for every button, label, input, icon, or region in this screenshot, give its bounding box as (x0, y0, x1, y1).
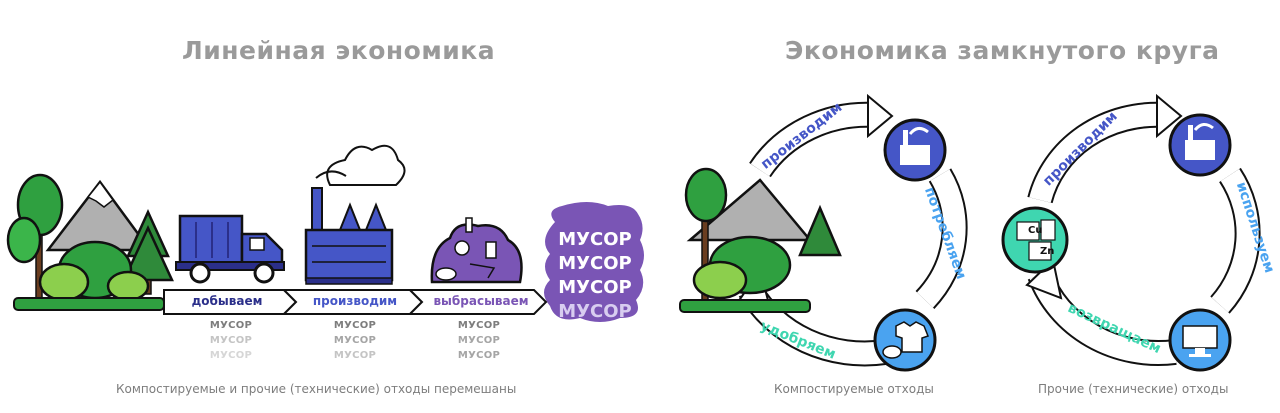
waste-word: МУСОР (333, 320, 377, 331)
waste-cloud-word: МУСОР (558, 301, 632, 322)
compost-caption: Компостируемые отходы (774, 382, 934, 396)
truck-icon (175, 214, 285, 284)
waste-word: МУСОР (457, 350, 501, 361)
copper-label: Cu (1028, 225, 1043, 236)
waste-column-throw-away: МУСОР МУСОР МУСОР (444, 318, 514, 363)
step-produce-label: производим (312, 294, 398, 308)
circular-economy-title: Экономика замкнутого круга (785, 36, 1220, 65)
factory-icon (304, 144, 406, 285)
garbage-pile-icon (430, 217, 523, 284)
technical-cycle-diagram (1001, 93, 1261, 372)
nature-scene (6, 173, 174, 311)
technical-caption: Прочие (технические) отходы (1038, 382, 1229, 396)
step-throw-away-label: выбрасываем (433, 294, 529, 308)
waste-word: МУСОР (457, 335, 501, 346)
linear-economy-title: Линейная экономика (182, 36, 496, 65)
waste-cloud-word: МУСОР (558, 229, 632, 250)
compost-cycle-diagram (679, 93, 968, 372)
step-extract-label: добываем (191, 294, 263, 308)
waste-column-produce: МУСОР МУСОР МУСОР (320, 318, 390, 363)
process-arrows (163, 289, 548, 315)
waste-word: МУСОР (209, 335, 253, 346)
nature-compost-icon (679, 167, 842, 313)
waste-cloud: МУСОР МУСОР МУСОР МУСОР (550, 228, 640, 324)
waste-cloud-word: МУСОР (558, 277, 632, 298)
waste-word: МУСОР (333, 335, 377, 346)
linear-caption: Компостируемые и прочие (технические) от… (116, 382, 517, 396)
waste-word: МУСОР (209, 320, 253, 331)
waste-cloud-word: МУСОР (558, 253, 632, 274)
linear-economy-diagram (6, 144, 644, 322)
waste-word: МУСОР (209, 350, 253, 361)
waste-cloud-shape (544, 202, 644, 322)
waste-word: МУСОР (457, 320, 501, 331)
waste-column-extract: МУСОР МУСОР МУСОР (196, 318, 266, 363)
waste-word: МУСОР (333, 350, 377, 361)
zinc-label: Zn (1040, 246, 1055, 257)
